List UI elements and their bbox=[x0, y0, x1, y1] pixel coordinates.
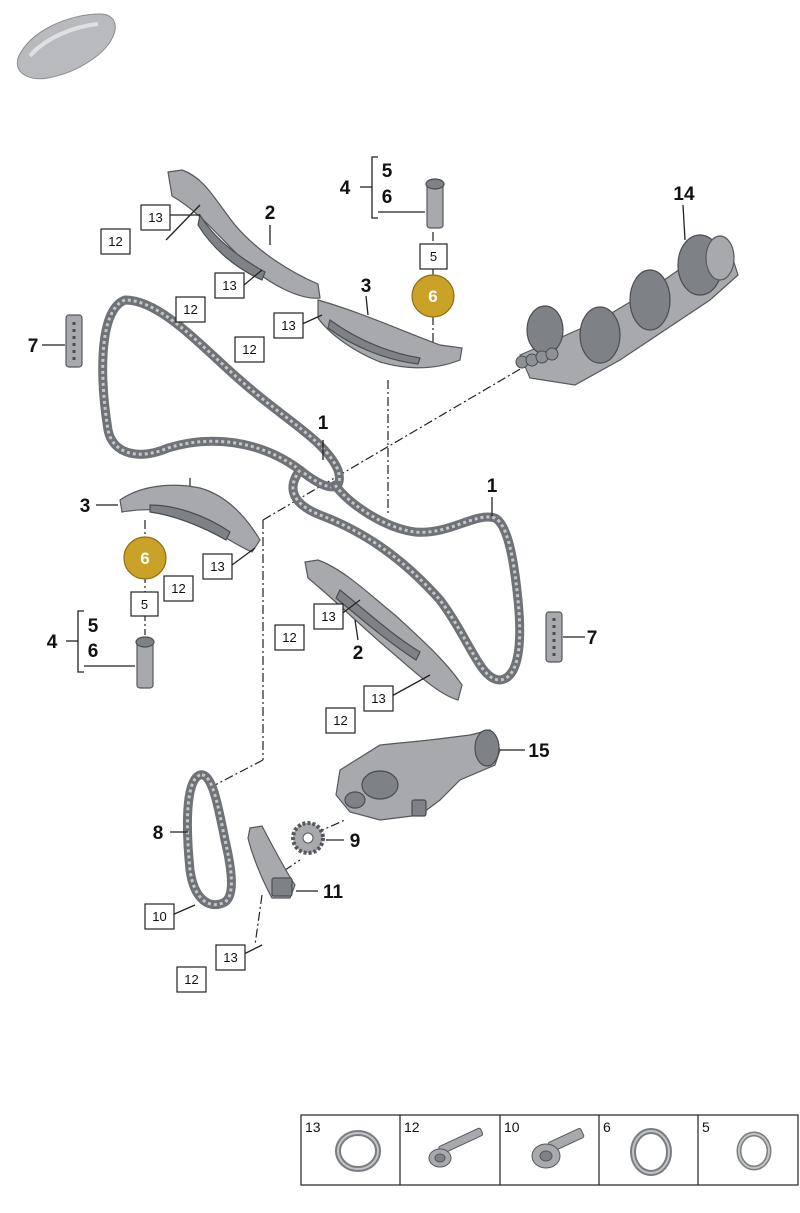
guide-rail-top bbox=[167, 169, 321, 299]
box-13-d: 13 bbox=[210, 559, 224, 574]
guide-rail-bottom bbox=[304, 559, 463, 701]
label-sub6-left: 6 bbox=[88, 641, 99, 662]
label-rail-top: 3 bbox=[361, 276, 372, 297]
highlight-badges: 6 6 bbox=[123, 274, 455, 580]
label-pad-left: 7 bbox=[28, 336, 39, 357]
seal-ring-icon bbox=[630, 1128, 672, 1176]
box-12-a: 12 bbox=[108, 234, 122, 249]
tensioner-rail-top bbox=[317, 299, 463, 369]
box-13-g: 13 bbox=[223, 950, 237, 965]
pump-chain-tensioner bbox=[247, 825, 296, 899]
bolt-icon bbox=[428, 1127, 484, 1168]
slide-pad-right bbox=[545, 611, 563, 663]
badge-6-left-label: 6 bbox=[140, 549, 149, 568]
label-oil-pump: 15 bbox=[528, 741, 550, 762]
oil-pump bbox=[335, 729, 501, 821]
tensioner-piston-top bbox=[425, 178, 445, 229]
oil-pump-chain bbox=[182, 770, 236, 910]
label-sprocket: 9 bbox=[350, 831, 361, 852]
box-12-d: 12 bbox=[171, 581, 185, 596]
label-pump-tensioner: 11 bbox=[323, 882, 344, 903]
label-oil-pump-chain: 8 bbox=[153, 823, 164, 844]
label-chain-upper: 1 bbox=[318, 413, 329, 434]
box-13-e: 13 bbox=[321, 609, 335, 624]
crankshaft bbox=[515, 234, 739, 386]
label-pad-right: 7 bbox=[587, 628, 598, 649]
boxed-references: 13 12 13 12 13 12 5 13 12 5 13 12 13 12 … bbox=[100, 204, 448, 993]
shoulder-bolt-icon bbox=[531, 1128, 585, 1169]
label-guide-bottom: 2 bbox=[353, 643, 364, 664]
box-12-e: 12 bbox=[282, 630, 296, 645]
tensioner-rail-left bbox=[119, 484, 261, 553]
box-5-top: 5 bbox=[430, 249, 437, 264]
box-12-g: 12 bbox=[184, 972, 198, 987]
label-sub5-left: 5 bbox=[88, 616, 99, 637]
tensioner-piston-left bbox=[135, 636, 155, 689]
label-sub6-top: 6 bbox=[382, 187, 393, 208]
label-guide-top: 2 bbox=[265, 203, 276, 224]
box-10: 10 bbox=[152, 909, 166, 924]
box-12-b: 12 bbox=[183, 302, 197, 317]
label-group-top: 4 bbox=[340, 178, 351, 199]
label-rail-left: 3 bbox=[80, 496, 91, 517]
legend-num-0: 13 bbox=[305, 1119, 321, 1135]
legend-num-3: 6 bbox=[603, 1119, 611, 1135]
box-13-f: 13 bbox=[371, 691, 385, 706]
sprocket bbox=[291, 821, 325, 855]
o-ring-icon bbox=[736, 1131, 772, 1171]
timing-chain-1 bbox=[98, 295, 525, 685]
label-sub5-top: 5 bbox=[382, 161, 393, 182]
car-silhouette-icon bbox=[16, 13, 116, 80]
o-ring-icon bbox=[335, 1130, 381, 1172]
legend-num-4: 5 bbox=[702, 1119, 710, 1135]
box-12-f: 12 bbox=[333, 713, 347, 728]
box-5-left: 5 bbox=[141, 597, 148, 612]
badge-6-left bbox=[123, 536, 167, 580]
badge-6-top bbox=[411, 274, 455, 318]
badge-6-top-label: 6 bbox=[428, 287, 437, 306]
part-labels: 1 1 2 2 3 3 4 5 6 4 5 6 7 7 8 9 11 14 15 bbox=[28, 161, 695, 903]
label-crankshaft: 14 bbox=[673, 184, 695, 205]
label-chain-lower: 1 bbox=[487, 476, 498, 497]
box-12-c: 12 bbox=[242, 342, 256, 357]
label-group-left: 4 bbox=[47, 632, 58, 653]
box-13-a: 13 bbox=[148, 210, 162, 225]
legend-num-2: 10 bbox=[504, 1119, 520, 1135]
box-13-b: 13 bbox=[222, 278, 236, 293]
leader-lines bbox=[42, 156, 686, 956]
assembly-lines bbox=[144, 232, 523, 946]
parts-legend: 13 12 10 6 5 bbox=[300, 1114, 799, 1186]
slide-pad-left bbox=[65, 314, 83, 368]
legend-num-1: 12 bbox=[404, 1119, 420, 1135]
box-13-c: 13 bbox=[281, 318, 295, 333]
